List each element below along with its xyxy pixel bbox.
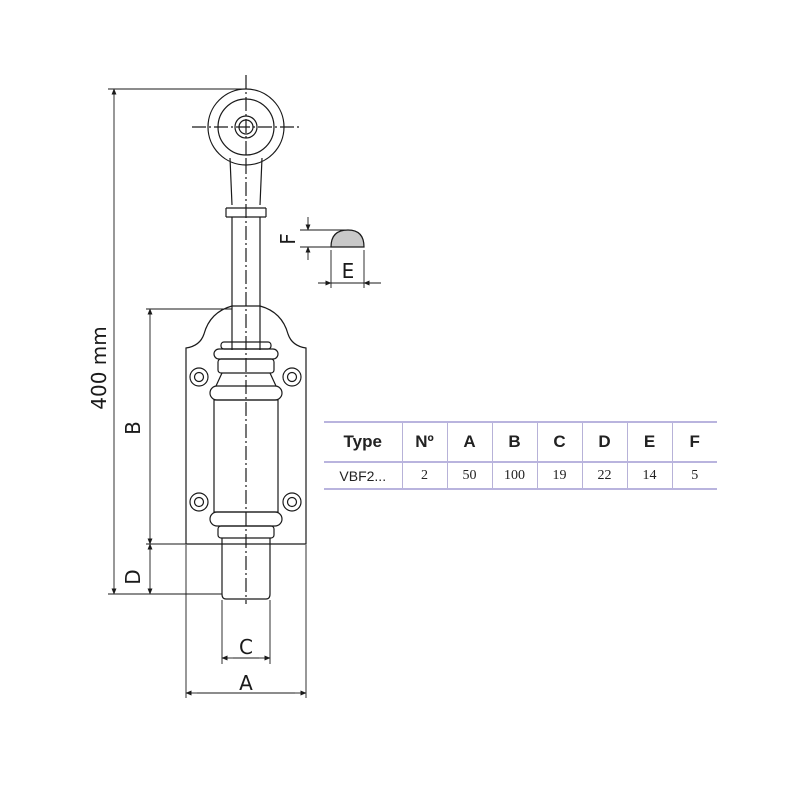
dimension-b: [146, 308, 232, 545]
table-row: VBF2... 2 50 100 19 22 14 5: [324, 462, 717, 489]
bolt-cross-section: [300, 217, 381, 288]
cell-type: VBF2...: [324, 462, 403, 489]
cell-d: 22: [582, 462, 628, 489]
dimension-a: [185, 545, 307, 698]
bolt-rod-end: [221, 538, 271, 600]
label-e: E: [342, 259, 355, 283]
cell-e: 14: [627, 462, 673, 489]
header-type: Type: [324, 422, 403, 462]
cell-f: 5: [691, 467, 699, 483]
label-c: C: [239, 635, 253, 659]
header-no: Nº: [402, 422, 448, 462]
bolt-guide: [209, 341, 283, 539]
header-c: C: [537, 422, 583, 462]
label-f: F: [276, 233, 300, 245]
overall-length-dimension: [108, 88, 246, 595]
cell-a: 50: [447, 462, 493, 489]
header-d: D: [582, 422, 628, 462]
bolt-rod: [231, 160, 261, 604]
label-b: B: [121, 421, 145, 435]
cell-b: 100: [492, 462, 538, 489]
header-b: B: [492, 422, 538, 462]
cell-c: 19: [537, 462, 583, 489]
base-plate: [185, 305, 307, 545]
label-a: A: [239, 671, 253, 695]
header-f: F: [689, 432, 700, 451]
label-d: D: [121, 569, 145, 584]
overall-length-label: 400 mm: [87, 326, 111, 410]
bolt-ring: [192, 75, 300, 166]
spec-table: Type Nº A B C D E F VBF2... 2 50 100 19 …: [324, 421, 717, 490]
cell-no: 2: [402, 462, 448, 489]
table-header-row: Type Nº A B C D E F: [324, 422, 717, 462]
header-a: A: [447, 422, 493, 462]
dimension-c: [221, 600, 271, 664]
header-e: E: [627, 422, 673, 462]
